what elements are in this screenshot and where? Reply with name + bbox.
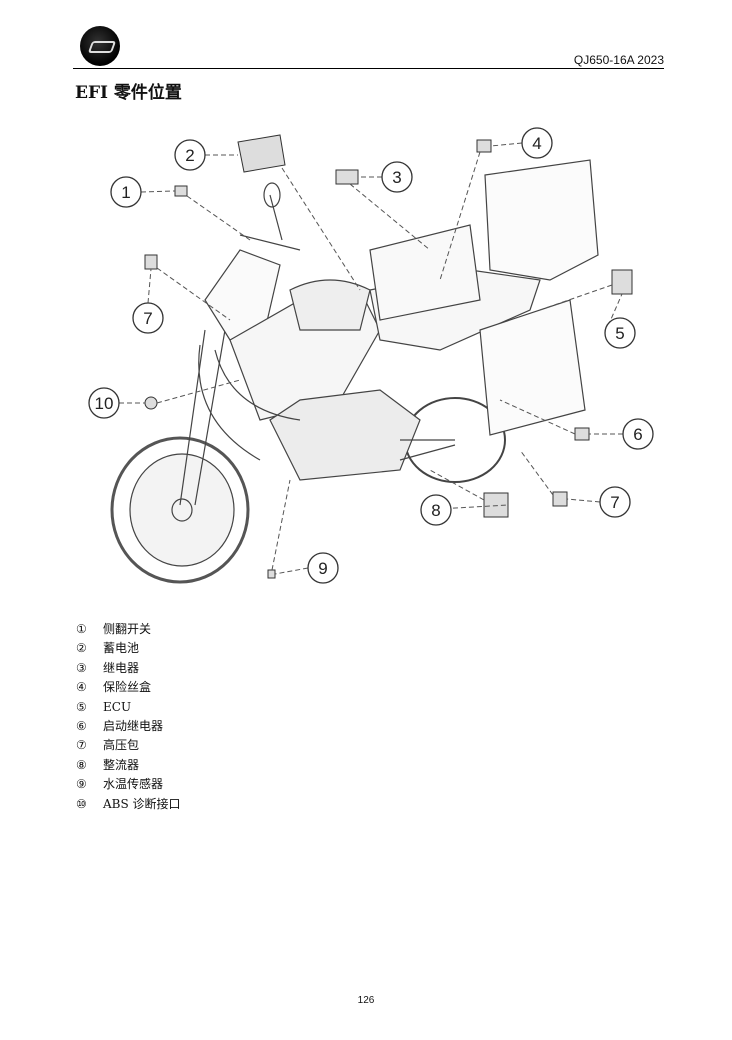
callout-9: 9: [318, 559, 327, 578]
legend-number: ①: [76, 622, 87, 636]
document-id: QJ650-16A 2023: [573, 53, 664, 67]
motorcycle-drawing: [110, 159, 599, 584]
callout-1: 1: [121, 183, 130, 202]
legend-label: 蓄电池: [103, 641, 140, 656]
brand-logo: [80, 26, 120, 66]
legend-number: ⑤: [76, 699, 87, 714]
callout-10: 10: [95, 394, 114, 413]
callout-3: 3: [392, 168, 401, 187]
legend-item: ② 蓄电池: [76, 639, 181, 658]
legend-number: ③: [76, 660, 87, 675]
page-title: EFI 零件位置: [75, 83, 182, 103]
callout-8: 8: [431, 501, 440, 520]
legend-number: ⑧: [76, 757, 87, 772]
legend-item: ① 侧翻开关: [76, 620, 181, 639]
page-number: 126: [357, 995, 375, 1006]
legend-label: 高压包: [103, 738, 140, 753]
callout-7-front: 7: [143, 309, 152, 328]
legend-item: ⑤ ECU: [76, 698, 181, 717]
header-divider: [73, 68, 664, 69]
callout-4: 4: [532, 134, 541, 153]
legend-number: ⑨: [76, 777, 87, 792]
legend-item: ⑧ 整流器: [76, 756, 181, 775]
legend-item: ③ 继电器: [76, 659, 181, 678]
component-legend: ① 侧翻开关 ② 蓄电池 ③ 继电器 ④ 保险丝盒 ⑤ ECU ⑥ 启动继电器 ⑦ 高压包 ⑧…: [76, 620, 181, 814]
callout-2: 2: [185, 146, 194, 165]
callout-7-rear: 7: [610, 493, 619, 512]
legend-number: ⑩: [76, 796, 87, 811]
legend-item: ⑦ 高压包: [76, 736, 181, 755]
callout-6: 6: [633, 425, 642, 444]
legend-label: 整流器: [103, 757, 140, 772]
legend-item: ⑨ 水温传感器: [76, 775, 181, 794]
legend-item: ⑩ ABS 诊断接口: [76, 795, 181, 814]
callout-markers: [88, 127, 654, 584]
legend-label: ABS 诊断接口: [103, 796, 181, 811]
legend-label: 启动继电器: [103, 719, 164, 734]
legend-label: 继电器: [103, 660, 140, 675]
legend-number: ⑥: [76, 719, 87, 734]
legend-number: ⑦: [76, 738, 87, 753]
legend-label: 保险丝盒: [103, 680, 152, 695]
legend-label: 水温传感器: [103, 777, 164, 792]
legend-item: ⑥ 启动继电器: [76, 717, 181, 736]
legend-number: ②: [76, 641, 87, 656]
callout-5: 5: [615, 324, 624, 343]
legend-number: ④: [76, 680, 87, 695]
legend-label: ECU: [103, 699, 132, 714]
legend-item: ④ 保险丝盒: [76, 678, 181, 697]
leader-lines: [119, 142, 623, 575]
motorcycle-diagram: 1 2 3 4 5 6 7 7 8 9 10: [88, 127, 654, 584]
legend-label: 侧翻开关: [103, 622, 152, 636]
